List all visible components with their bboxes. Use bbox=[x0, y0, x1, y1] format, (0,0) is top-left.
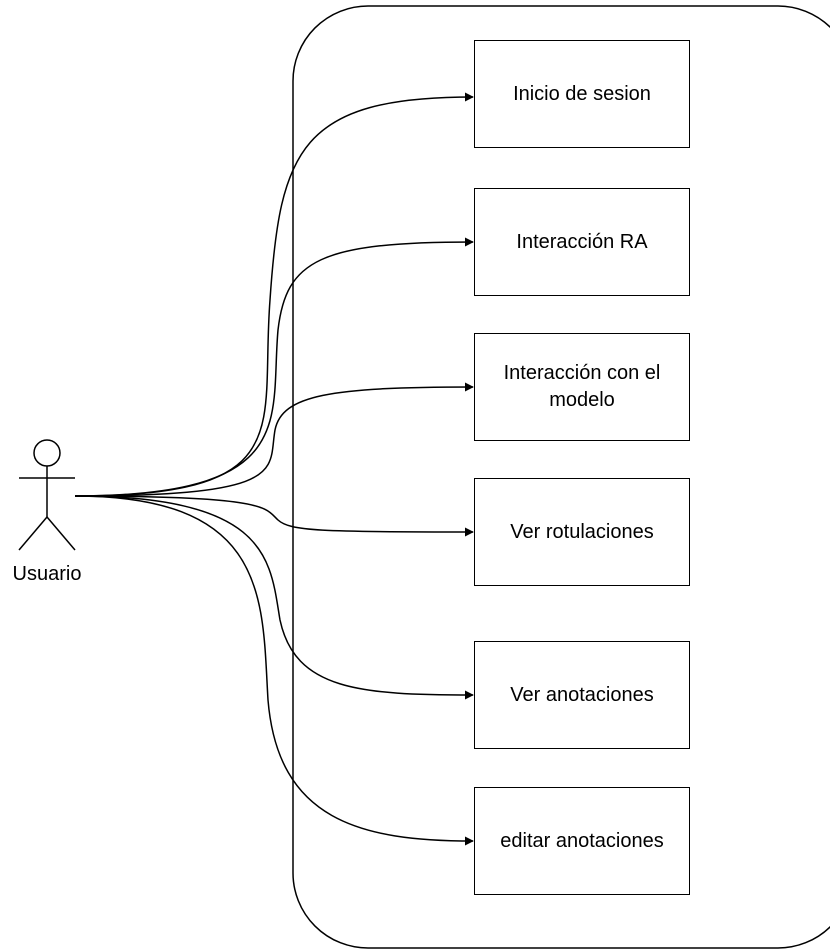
system-boundary bbox=[292, 5, 830, 949]
use-case-interaccion-ra[interactable]: Interacción RA bbox=[474, 188, 690, 296]
use-case-label: editar anotaciones bbox=[500, 829, 664, 852]
association-arrow-editar-anotaciones bbox=[74, 495, 474, 846]
actor-label: Usuario bbox=[12, 563, 82, 585]
use-case-label: Ver anotaciones bbox=[510, 683, 654, 706]
actor-left-leg bbox=[18, 516, 48, 551]
association-arrow-interaccion-ra bbox=[74, 237, 474, 497]
actor-right-leg bbox=[46, 516, 76, 551]
use-case-ver-rotulaciones[interactable]: Ver rotulaciones bbox=[474, 478, 690, 586]
association-arrow-interaccion-modelo bbox=[74, 382, 474, 497]
use-case-label: Interacción RA bbox=[516, 230, 648, 253]
use-case-editar-anotaciones[interactable]: editar anotaciones bbox=[474, 787, 690, 895]
use-case-ver-anotaciones[interactable]: Ver anotaciones bbox=[474, 641, 690, 749]
actor-stick-figure bbox=[18, 439, 76, 551]
use-case-inicio-de-sesion[interactable]: Inicio de sesion bbox=[474, 40, 690, 148]
use-case-label: Ver rotulaciones bbox=[510, 520, 654, 543]
association-arrow-ver-rotulaciones bbox=[74, 495, 474, 537]
actor-head bbox=[33, 439, 61, 467]
association-arrow-ver-anotaciones bbox=[74, 495, 474, 700]
use-case-label: Inicio de sesion bbox=[513, 82, 651, 105]
use-case-label: Interacción con el modelo bbox=[503, 362, 661, 411]
use-case-interaccion-modelo[interactable]: Interacción con el modelo bbox=[474, 333, 690, 441]
